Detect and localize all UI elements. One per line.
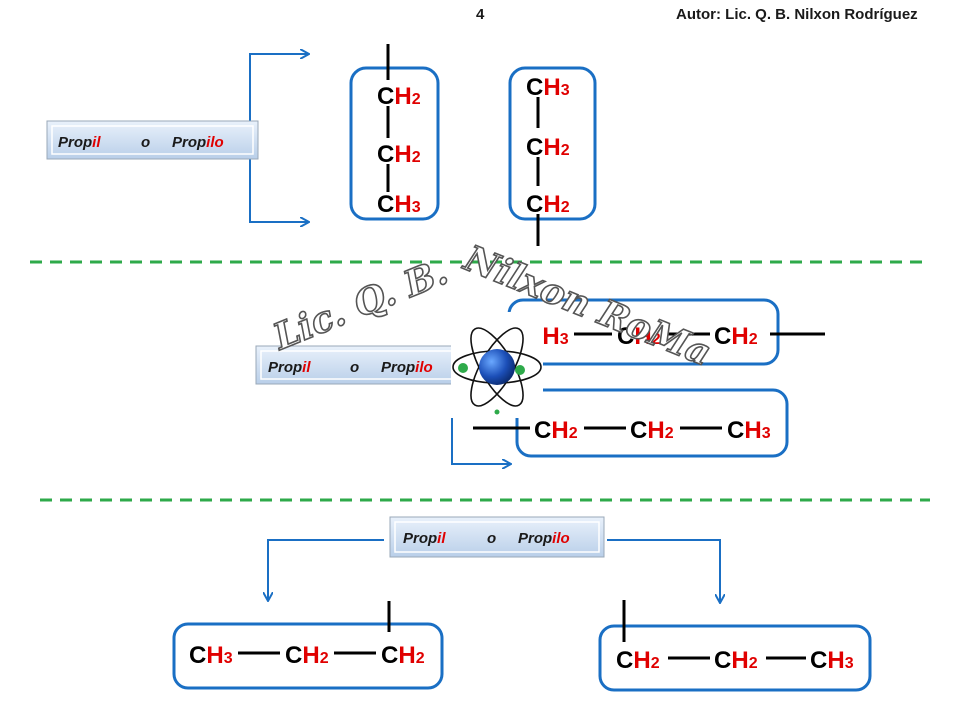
group-ch2: CH2 <box>285 642 329 669</box>
atom-icon <box>451 312 543 418</box>
group-ch3: CH3 <box>526 74 570 101</box>
group-ch2: CH2 <box>714 647 758 674</box>
chain-box <box>598 624 872 692</box>
group-ch3: CH3 <box>810 647 854 674</box>
group-ch2: CH2 <box>617 323 661 350</box>
arrow-icon <box>451 400 510 464</box>
chain-box <box>349 66 440 221</box>
group-ch2: CH2 <box>616 647 660 674</box>
group-ch2: CH2 <box>526 191 570 218</box>
arrow-icon <box>268 539 384 600</box>
page-number: 4 <box>476 6 485 23</box>
group-ch2: CH2 <box>534 417 578 444</box>
group-ch2: CH2 <box>630 417 674 444</box>
svg-text:Lic. Q. B.: Lic. Q. B. <box>267 251 454 359</box>
chain-box <box>172 622 444 690</box>
chain-box <box>515 388 789 458</box>
arrow-icon <box>249 140 308 222</box>
group-ch3: CH3 <box>189 642 233 669</box>
group-ch2: CH2 <box>377 141 421 168</box>
chain-box <box>508 66 597 221</box>
group-ch2: CH2 <box>714 323 758 350</box>
group-ch3: CH3 <box>377 191 421 218</box>
group-ch2: CH2 <box>526 134 570 161</box>
author-credit: Autor: Lic. Q. B. Nilxon Rodríguez <box>676 6 918 23</box>
group-ch2: CH2 <box>377 83 421 110</box>
group-ch2: CH2 <box>381 642 425 669</box>
group-ch3: CH3 <box>727 417 771 444</box>
arrow-icon <box>249 54 308 140</box>
arrow-icon <box>607 539 720 602</box>
